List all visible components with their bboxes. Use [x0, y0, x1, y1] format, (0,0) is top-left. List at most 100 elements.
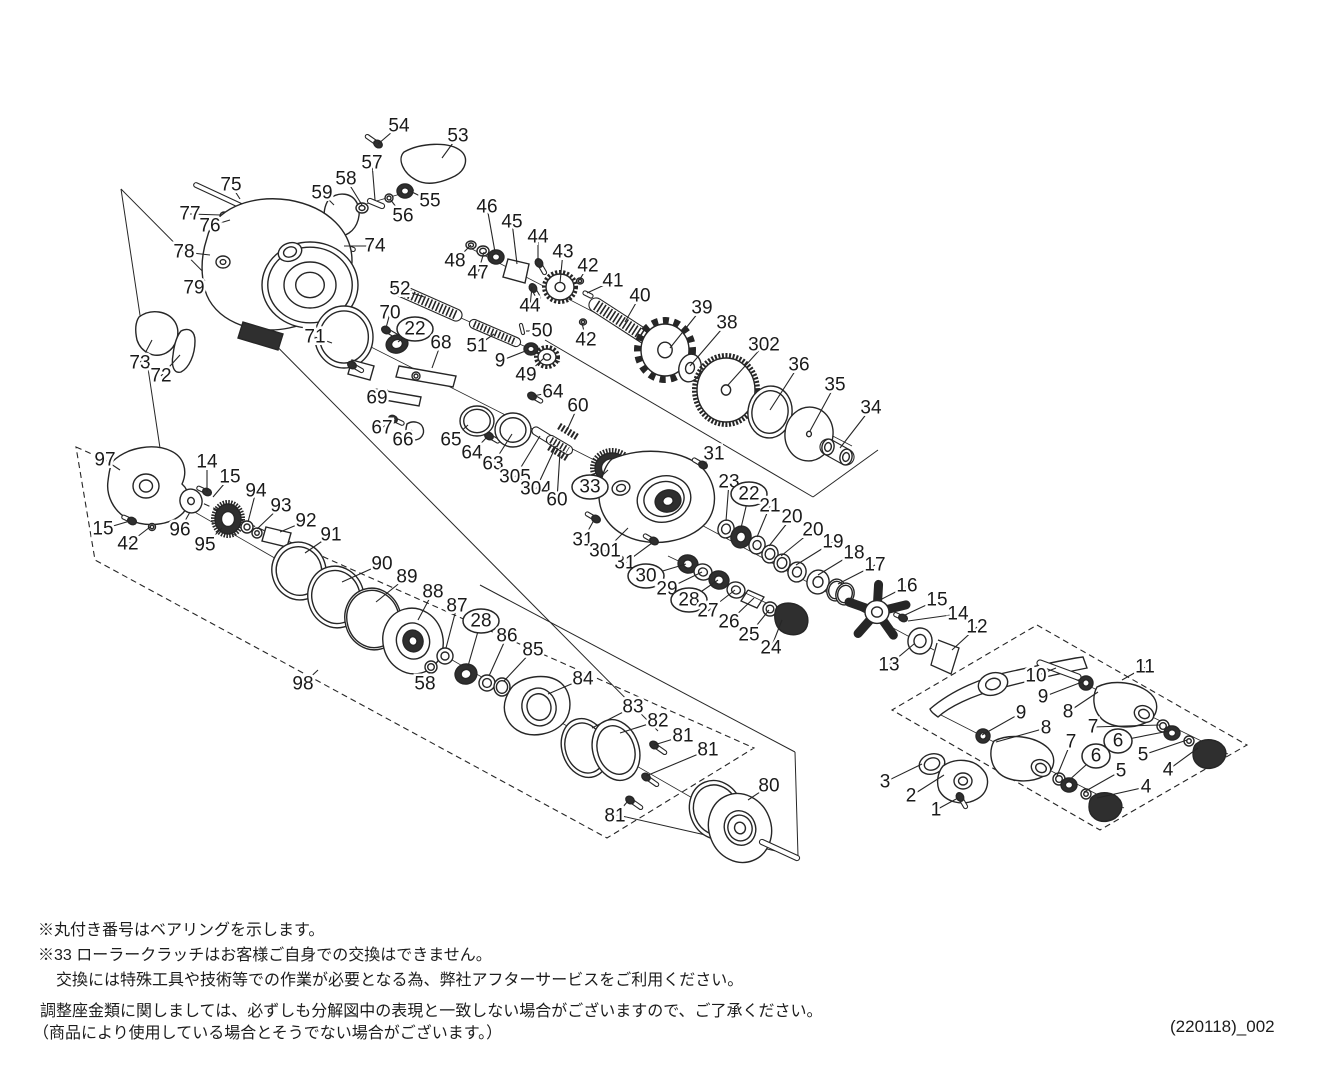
part-label-96: 96 — [167, 511, 193, 543]
part-label-26: 26 — [716, 597, 755, 635]
label-leader-line — [666, 571, 703, 590]
label-leader-line — [769, 364, 800, 411]
part-label-84: 84 — [547, 666, 596, 695]
label-leader-line — [389, 198, 404, 217]
label-number: 75 — [220, 175, 241, 196]
label-leader-line — [529, 286, 533, 307]
label-leader-line — [556, 451, 561, 501]
label-leader-line — [409, 190, 431, 202]
label-leader-line — [879, 585, 908, 601]
label-leader-line — [377, 125, 400, 145]
label-number: 28 — [678, 590, 699, 611]
part-ring-bore — [682, 559, 694, 569]
part-label-53: 53 — [441, 123, 471, 159]
label-number: 78 — [173, 242, 194, 263]
part-label-31: 31 — [570, 519, 596, 553]
part-ring-bore — [733, 821, 747, 835]
label-number: 14 — [947, 604, 969, 625]
label-leader-line — [995, 727, 1047, 743]
label-leader-line — [104, 459, 121, 471]
part-ring-bore — [720, 523, 732, 535]
label-leader-line — [209, 219, 231, 227]
part-label-2: 2 — [903, 774, 945, 809]
part-ring-bore — [186, 496, 196, 506]
part-body — [372, 388, 422, 407]
label-leader-line — [884, 763, 923, 783]
label-leader-line — [582, 519, 595, 541]
label-number: 9 — [495, 351, 506, 372]
part-label-14: 14 — [194, 449, 220, 492]
part-label-9: 9 — [981, 700, 1029, 736]
part-ring-bore — [776, 556, 788, 570]
label-leader-line — [581, 322, 587, 341]
part-label-66: 66 — [390, 427, 416, 453]
label-leader-line — [304, 534, 332, 554]
label-number: 83 — [622, 697, 643, 718]
part-ring-bore — [463, 408, 491, 434]
label-leader-line — [302, 669, 319, 685]
label-number: 67 — [371, 418, 392, 439]
label-leader-line — [179, 511, 191, 531]
part-ring-bore — [282, 246, 298, 258]
document-number: (220118)_002 — [1170, 1017, 1275, 1036]
part-label-15: 15 — [90, 516, 131, 542]
part-label-302: 302 — [727, 332, 782, 386]
part-screw-head — [126, 516, 138, 526]
bearing-circle — [627, 563, 665, 589]
label-number: 58 — [335, 169, 356, 190]
footnote-roller-clutch: ※33 ローラークラッチはお客様ご自身での交換はできません。 — [38, 947, 492, 964]
part-ring-bore — [697, 567, 709, 577]
label-number: 47 — [467, 263, 488, 284]
part-star-drag-bore — [870, 606, 884, 618]
part-ring-bore — [495, 680, 509, 695]
label-leader-line — [424, 671, 431, 685]
label-number: 6 — [1091, 746, 1102, 767]
part-label-98: 98 — [290, 669, 319, 697]
label-number: 79 — [183, 278, 204, 299]
part-label-36: 36 — [769, 352, 812, 411]
part-ring-bore — [408, 635, 418, 647]
part-label-58: 58 — [333, 166, 363, 206]
label-leader-line — [1167, 747, 1199, 771]
label-number: 9 — [1038, 687, 1049, 708]
label-number: 92 — [295, 511, 316, 532]
part-label-22: 22 — [730, 481, 768, 529]
part-ring-bore — [460, 668, 472, 680]
label-number: 9 — [1016, 703, 1027, 724]
part-label-8: 8 — [995, 715, 1054, 743]
label-leader-line — [624, 295, 641, 323]
label-number: 44 — [519, 296, 541, 317]
label-leader-line — [728, 597, 755, 623]
label-number: 88 — [422, 582, 443, 603]
label-leader-line — [770, 619, 783, 649]
label-leader-line — [486, 206, 496, 253]
part-label-9: 9 — [492, 348, 529, 374]
label-number: 304 — [520, 479, 552, 500]
label-number: 93 — [270, 496, 291, 517]
part-ring-bore — [491, 253, 501, 261]
part-label-35: 35 — [809, 372, 848, 432]
label-number: 8 — [1041, 718, 1052, 739]
part-ring-bore — [684, 361, 696, 375]
label-leader-line — [371, 162, 376, 201]
part-gear-teeth — [542, 270, 578, 304]
part-label-69: 69 — [364, 385, 390, 411]
part-body — [774, 602, 809, 636]
part-label-24: 24 — [758, 619, 784, 661]
label-leader-line — [910, 774, 945, 797]
label-leader-line — [1121, 666, 1146, 681]
part-ring-bore — [318, 310, 370, 364]
label-leader-line — [888, 643, 915, 666]
part-gear-teeth — [692, 353, 760, 427]
part-label-31: 31 — [701, 441, 727, 467]
label-number: 86 — [496, 626, 517, 647]
label-number: 74 — [364, 236, 386, 257]
part-ring-bore — [527, 345, 535, 353]
part-label-16: 16 — [879, 573, 920, 601]
label-number: 95 — [194, 535, 215, 556]
label-leader-line — [591, 706, 634, 729]
bearing-circle — [571, 474, 609, 500]
part-ring-bore — [823, 441, 833, 453]
part-label-81: 81 — [602, 800, 629, 829]
